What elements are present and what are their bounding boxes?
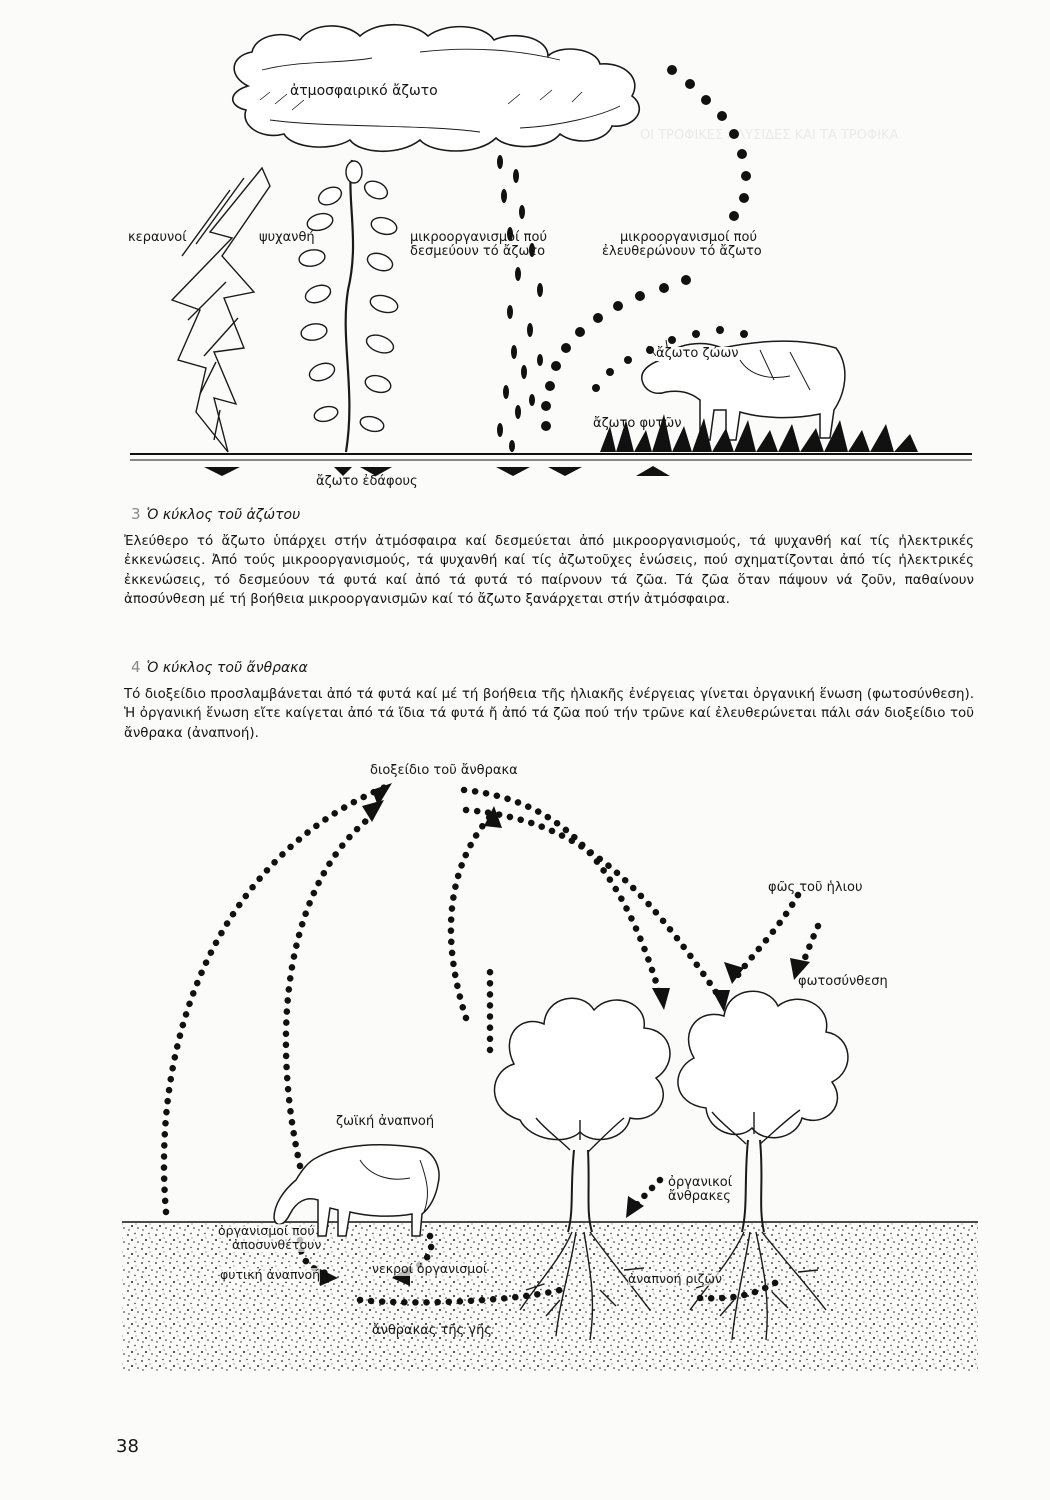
label-plant-nitrogen: ἄζωτο φυτῶν bbox=[593, 416, 682, 431]
grass-illustration bbox=[600, 414, 918, 452]
arrow-heads bbox=[318, 783, 810, 1286]
label-decomposers-1: ὀργανισμοί πού bbox=[218, 1223, 315, 1238]
caption-4-title-text: Ὁ κύκλος τοῦ ἄνθρακα bbox=[146, 660, 308, 676]
releasing-microorganisms-particles bbox=[541, 65, 751, 431]
lightning-illustration bbox=[170, 166, 271, 453]
label-sunlight: φῶς τοῦ ἡλιου bbox=[768, 880, 863, 895]
caption-4-text: Τό διοξείδιο προσλαμβάνεται ἀπό τά φυτά … bbox=[124, 687, 974, 741]
label-animal-nitrogen: ἄζωτο ζώων bbox=[656, 346, 739, 361]
caption-3-title-text: Ὁ κύκλος τοῦ ἀζώτου bbox=[146, 507, 301, 523]
caption-3-number: 3 bbox=[131, 505, 141, 523]
caption-4-number: 4 bbox=[131, 658, 141, 676]
label-fixing-microorganisms-1: μικροοργανισμοί πού bbox=[410, 230, 547, 245]
root-illustrations bbox=[519, 1231, 827, 1341]
label-releasing-microorganisms-2: ἐλευθερώνουν τό ἄζωτο bbox=[602, 244, 762, 259]
caption-3-text: Ἐλεύθερο τό ἄζωτο ὑπάρχει στήν ἀτμόσφαιρ… bbox=[124, 534, 974, 608]
cow-illustration bbox=[641, 339, 846, 441]
label-plant-respiration: φυτική ἀναπνοή bbox=[220, 1267, 321, 1282]
soil-surface-line bbox=[130, 453, 972, 461]
label-photosynthesis: φωτοσύνθεση bbox=[798, 974, 888, 989]
label-lightning: κεραυνοί bbox=[128, 230, 187, 245]
caption-4-title: 4 Ὁ κύκλος τοῦ ἄνθρακα bbox=[131, 658, 308, 676]
label-organic-carbon-2: ἄνθρακες bbox=[668, 1189, 731, 1204]
label-soil-carbon: ἄνθρακας τῆς γῆς bbox=[372, 1323, 492, 1338]
label-decomposers-2: ἀποσυνθέτουν bbox=[232, 1237, 322, 1252]
nitrogen-cycle-illustration bbox=[130, 24, 972, 476]
show-through-text: ΟΙ ΤΡΟΦΙΚΕΣ ΑΛΥΣΙΔΕΣ ΚΑΙ ΤΑ ΤΡΟΦΙΚΑ bbox=[640, 128, 899, 143]
label-dead-organisms: νεκροί ὀργανισμοί bbox=[372, 1261, 488, 1276]
label-releasing-microorganisms-1: μικροοργανισμοί πού bbox=[620, 230, 757, 245]
cloud-illustration bbox=[231, 24, 641, 153]
label-soil-nitrogen: ἄζωτο ἐδάφους bbox=[316, 474, 418, 489]
label-fungi: ψυχανθή bbox=[259, 230, 315, 245]
legume-plant-illustration bbox=[298, 159, 399, 453]
label-root-respiration: ἀναπνοή ριζῶν bbox=[628, 1271, 722, 1286]
label-organic-carbon-1: ὀργανικοί bbox=[668, 1175, 733, 1190]
label-fixing-microorganisms-2: δεσμεύουν τό ἄζωτο bbox=[410, 244, 546, 259]
page-number: 38 bbox=[116, 1436, 139, 1457]
label-atmospheric-nitrogen: ἀτμοσφαιρικό ἄζωτο bbox=[290, 83, 438, 99]
soil-markers bbox=[204, 466, 670, 476]
fixing-microorganisms-particles bbox=[497, 155, 543, 452]
label-co2: διοξείδιο τοῦ ἄνθρακα bbox=[370, 763, 518, 778]
caption-3-title: 3 Ὁ κύκλος τοῦ ἀζώτου bbox=[131, 505, 300, 523]
label-animal-respiration: ζωϊκή ἀναπνοή bbox=[336, 1114, 435, 1129]
